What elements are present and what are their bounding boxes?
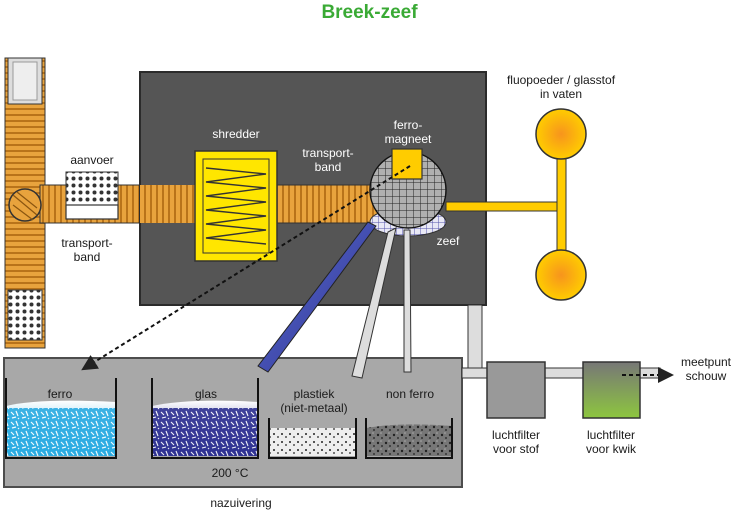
- label-luchtfilter-stof: luchtfilter voor stof: [491, 428, 541, 456]
- label-shredder: shredder: [212, 127, 260, 141]
- glassdust-vat-bottom: [535, 249, 587, 301]
- label-transportband-mid: transport- band: [302, 146, 354, 174]
- dust-filter: [486, 361, 546, 419]
- bin-glas: [151, 378, 259, 459]
- label-nazuivering: nazuivering: [210, 496, 272, 510]
- label-zeef: zeef: [436, 234, 460, 248]
- transport-band-middle: [140, 184, 379, 224]
- label-ferromagneet: ferro- magneet: [384, 118, 432, 146]
- glassdust-vat-top: [535, 108, 587, 160]
- label-transportband-left: transport- band: [61, 236, 113, 264]
- diagram-title: Breek-zeef: [321, 2, 418, 23]
- label-ferro: ferro: [47, 387, 73, 401]
- label-meetpunt: meetpunt schouw: [680, 355, 732, 383]
- shredder-unit: [194, 150, 278, 262]
- label-luchtfilter-kwik: luchtfilter voor kwik: [585, 428, 636, 456]
- output-pipes: [257, 221, 412, 379]
- label-temperature: 200 °C: [211, 466, 249, 480]
- label-plastiek: plastiek (niet-metaal): [280, 387, 348, 415]
- ferro-route-arrow: [81, 165, 411, 371]
- bin-plastiek: [268, 418, 357, 459]
- bin-ferro: [5, 378, 117, 459]
- mercury-filter: [582, 361, 641, 419]
- bin-nonferro: [365, 418, 453, 459]
- sieve-drum: [369, 151, 447, 237]
- label-fluopoeder: fluopoeder / glasstof in vaten: [506, 73, 616, 101]
- label-glas: glas: [194, 387, 217, 401]
- exhaust-duct: [461, 304, 661, 379]
- label-nonferro: non ferro: [385, 387, 435, 401]
- aanvoer-hopper: [65, 171, 119, 220]
- label-aanvoer: aanvoer: [70, 153, 114, 167]
